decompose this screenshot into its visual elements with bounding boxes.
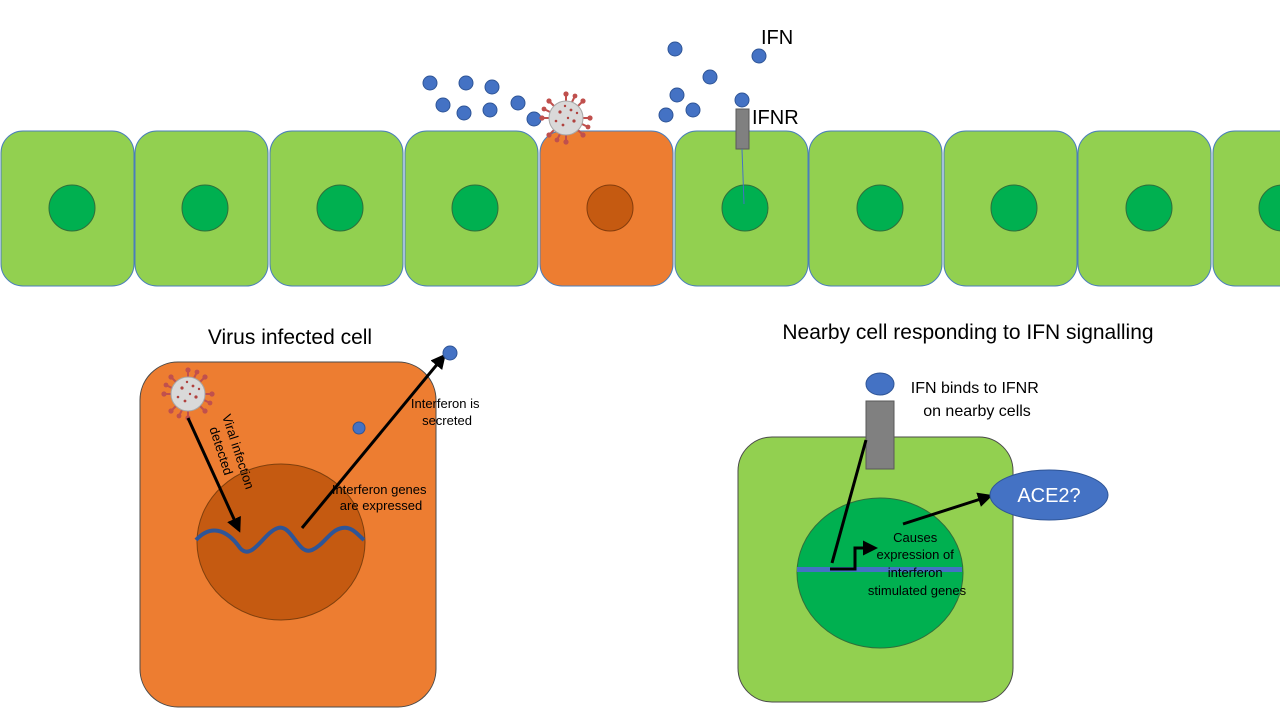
ifn-molecule	[435, 97, 451, 113]
healthy-cell	[404, 130, 539, 287]
ifn-molecule	[482, 102, 498, 118]
healthy-cell	[943, 130, 1078, 287]
ace2-label: ACE2?	[1017, 485, 1080, 507]
responding-cell-title: Nearby cell responding to IFN signalling	[782, 321, 1153, 344]
ifn-molecule-secreted	[442, 345, 458, 361]
infected-cell-title: Virus infected cell	[208, 326, 372, 349]
healthy-cell	[1077, 130, 1212, 287]
interferon-secretion-arrow	[300, 353, 446, 529]
ifn-molecule	[658, 107, 674, 123]
ifn-molecule	[352, 421, 366, 435]
ifn-molecule	[422, 75, 438, 91]
ifn-molecule	[484, 79, 500, 95]
ifn-molecule	[510, 95, 526, 111]
ifn-molecule	[734, 92, 750, 108]
signal-arrow	[830, 439, 868, 564]
ifn-molecule	[669, 87, 685, 103]
ifn-molecule	[667, 41, 683, 57]
ifn-molecule	[685, 102, 701, 118]
ifn-molecules-left	[422, 75, 542, 127]
epithelial-cell-row	[0, 130, 1280, 287]
healthy-cell	[134, 130, 269, 287]
ifn-molecule	[456, 105, 472, 121]
coronavirus-icon	[160, 366, 216, 422]
ace2-arrow	[902, 492, 993, 526]
host-dna-strand	[797, 567, 962, 572]
ifn-molecule	[702, 69, 718, 85]
ifnr-receptor-top	[735, 108, 750, 205]
healthy-cell	[0, 130, 135, 287]
ifn-binds-label: IFN binds to IFNR on nearby cells	[911, 380, 1043, 420]
responding-cell-top	[674, 130, 809, 287]
responding-cell-detail	[737, 436, 1014, 703]
transcription-start-arrow	[830, 540, 878, 571]
infected-cell-detail	[139, 361, 437, 708]
viral-detection-arrow	[186, 417, 241, 533]
ifn-molecule-bound	[865, 372, 895, 396]
interferon-secreted-label: Interferon is secreted	[411, 396, 483, 428]
ifn-molecule	[458, 75, 474, 91]
ifnr-receptor-detail	[865, 372, 895, 470]
ifn-molecules-right	[658, 41, 767, 123]
infected-cell-top	[539, 130, 674, 287]
ifn-label: IFN	[761, 27, 793, 49]
coronavirus-icon	[538, 90, 594, 146]
healthy-cell	[808, 130, 943, 287]
ifn-molecule	[526, 111, 542, 127]
ifn-molecule	[751, 48, 767, 64]
healthy-cell	[1212, 130, 1280, 287]
interferon-expressed-label: Interferon genes are expressed	[332, 482, 430, 513]
viral-dna-strand	[194, 525, 366, 554]
isg-expression-label: Causes expression of interferon stimulat…	[868, 530, 967, 598]
ace2-bubble: ACE2?	[989, 469, 1109, 521]
healthy-cell	[269, 130, 404, 287]
ifnr-label: IFNR	[752, 107, 799, 129]
